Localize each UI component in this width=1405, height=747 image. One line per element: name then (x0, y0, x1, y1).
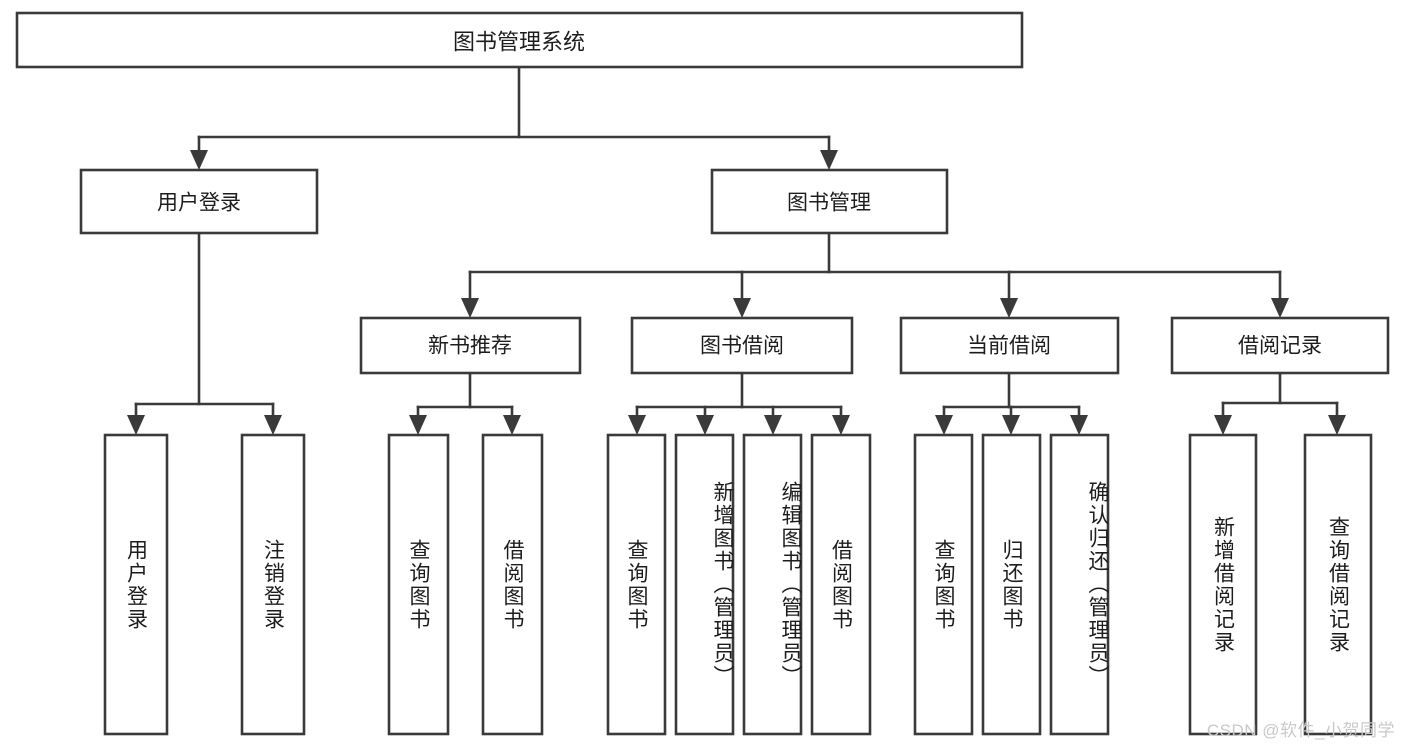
node-box-book-manage[interactable] (710, 168, 949, 235)
node-label-book-manage: 图书管理 (787, 192, 871, 215)
arrow-head-cb-leaf-3 (1070, 415, 1088, 435)
connector-group-book-manage (461, 231, 1289, 318)
leaf-box-borrow-record-1[interactable] (1188, 433, 1258, 736)
node-label-current-borrow: 当前借阅 (967, 335, 1051, 358)
connector-group-book-borrow (628, 371, 850, 435)
arrow-head-nbr-leaf-1 (409, 415, 427, 435)
leaf-box-book-borrow-3[interactable] (742, 433, 803, 736)
arrow-head-bb-leaf-1 (628, 415, 646, 435)
connector-group-current-borrow (935, 371, 1088, 435)
node-box-borrow-record[interactable] (1170, 316, 1390, 375)
node-box-root[interactable] (15, 11, 1024, 69)
arrow-head-borrow-record (1271, 298, 1289, 318)
node-box-user-login[interactable] (79, 168, 319, 235)
arrow-head-bb-leaf-4 (832, 415, 850, 435)
arrow-head-bb-leaf-3 (764, 415, 782, 435)
arrow-head-cb-leaf-2 (1002, 415, 1020, 435)
node-box-new-book-recommend[interactable] (359, 316, 582, 375)
arrow-head-user-login-leaf-1 (127, 415, 145, 435)
connector-group-root (190, 65, 838, 170)
connector-group-new-book-recommend (409, 371, 521, 435)
leaf-box-book-borrow-4[interactable] (810, 433, 872, 736)
leaf-box-user-login-1[interactable] (103, 433, 169, 736)
node-label-book-borrow: 图书借阅 (700, 335, 784, 358)
leaf-box-new-book-recommend-2[interactable] (481, 433, 544, 736)
leaf-box-current-borrow-2[interactable] (981, 433, 1042, 736)
node-label-root: 图书管理系统 (453, 30, 585, 55)
node-box-current-borrow[interactable] (899, 316, 1120, 375)
arrow-head-bb-leaf-2 (696, 415, 714, 435)
leaf-box-current-borrow-1[interactable] (913, 433, 974, 736)
node-label-user-login: 用户登录 (157, 192, 241, 215)
csdn-watermark: CSDN @软件_小贺同学 (1206, 721, 1395, 740)
arrow-head-user-login (190, 150, 208, 170)
arrow-head-nbr-leaf-2 (503, 415, 521, 435)
node-box-book-borrow[interactable] (630, 316, 854, 375)
leaf-box-current-borrow-3[interactable] (1049, 433, 1110, 736)
arrow-head-current-borrow (1000, 298, 1018, 318)
arrow-head-book-borrow (733, 298, 751, 318)
arrow-head-new-book-recommend (461, 298, 479, 318)
connector-group-borrow-record (1214, 371, 1346, 435)
leaf-box-new-book-recommend-1[interactable] (387, 433, 450, 736)
arrow-head-cb-leaf-1 (935, 415, 953, 435)
arrow-head-br-leaf-2 (1328, 415, 1346, 435)
leaf-box-user-login-2[interactable] (240, 433, 306, 736)
arrow-head-user-login-leaf-2 (264, 415, 282, 435)
arrow-head-br-leaf-1 (1214, 415, 1232, 435)
node-label-borrow-record: 借阅记录 (1238, 335, 1322, 358)
connector-group-user-login (127, 231, 282, 435)
node-label-new-book-recommend: 新书推荐 (428, 335, 512, 358)
leaf-box-book-borrow-2[interactable] (674, 433, 735, 736)
leaf-box-book-borrow-1[interactable] (606, 433, 667, 736)
leaf-box-borrow-record-2[interactable] (1303, 433, 1373, 736)
arrow-head-book-manage (820, 150, 838, 170)
